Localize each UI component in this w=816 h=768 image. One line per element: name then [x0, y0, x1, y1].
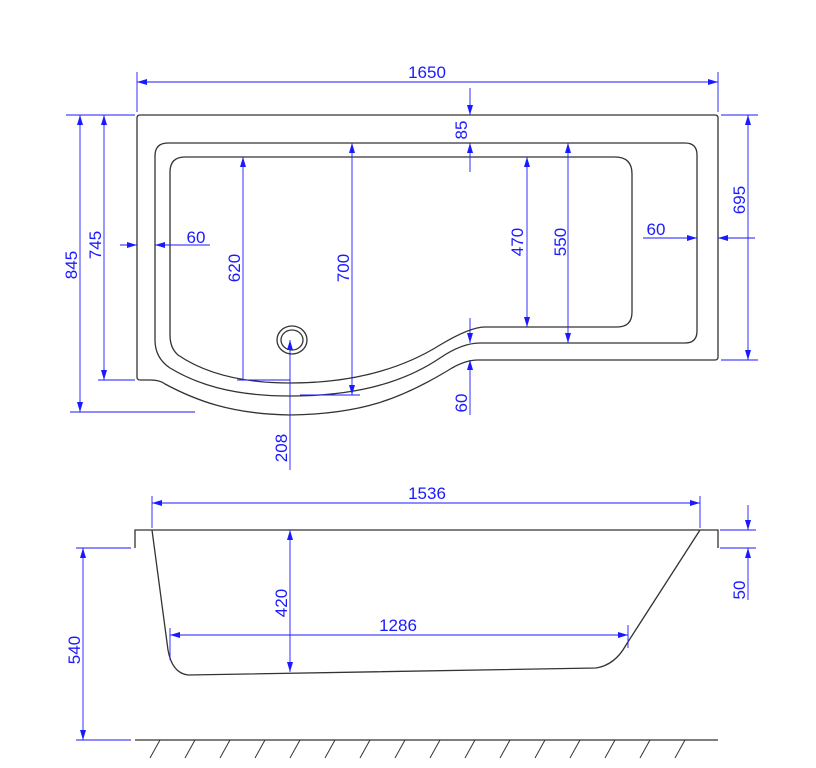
rim-outline — [154, 142, 698, 397]
hatch-mark — [254, 739, 266, 759]
hatch-mark — [184, 739, 196, 759]
hatch-mark — [639, 739, 651, 759]
hatch-mark — [289, 739, 301, 759]
hatch-mark — [464, 739, 476, 759]
hatch-mark — [324, 739, 336, 759]
dim-label-700: 700 — [334, 254, 353, 282]
dim-label-1536: 1536 — [408, 484, 446, 503]
dim-label-60-left: 60 — [187, 228, 206, 247]
hatch-mark — [499, 739, 511, 759]
dim-label-1286: 1286 — [379, 616, 417, 635]
dim-label-1650: 1650 — [408, 63, 446, 82]
dim-label-620: 620 — [225, 254, 244, 282]
outer-outline — [136, 114, 719, 416]
dim-label-550: 550 — [551, 228, 570, 256]
dim-label-540: 540 — [65, 636, 84, 664]
drain-inner — [280, 329, 304, 351]
hatch-mark — [534, 739, 546, 759]
side-outline — [134, 529, 719, 676]
dim-label-470: 470 — [508, 228, 527, 256]
dim-label-60-step: 60 — [452, 394, 471, 413]
dim-label-695: 695 — [730, 186, 749, 214]
dim-label-745: 745 — [86, 231, 105, 259]
hatch-mark — [394, 739, 406, 759]
side-view: 1536 420 1286 540 50 — [65, 484, 756, 759]
dim-label-845: 845 — [62, 251, 81, 279]
dim-label-420: 420 — [272, 589, 291, 617]
hatch-mark — [604, 739, 616, 759]
hatch-mark — [429, 739, 441, 759]
dim-label-85: 85 — [452, 121, 471, 140]
dim-label-60-right: 60 — [647, 220, 666, 239]
hatch-mark — [674, 739, 686, 759]
hatch-mark — [219, 739, 231, 759]
plan-view: 1650 85 845 745 60 620 700 470 550 — [62, 63, 758, 470]
basin-outline — [169, 156, 633, 384]
dim-label-208: 208 — [272, 434, 291, 462]
floor-hatching — [149, 739, 686, 759]
hatch-mark — [569, 739, 581, 759]
dim-label-50: 50 — [730, 581, 749, 600]
hatch-mark — [149, 739, 161, 759]
drain-outer — [276, 325, 308, 355]
hatch-mark — [359, 739, 371, 759]
